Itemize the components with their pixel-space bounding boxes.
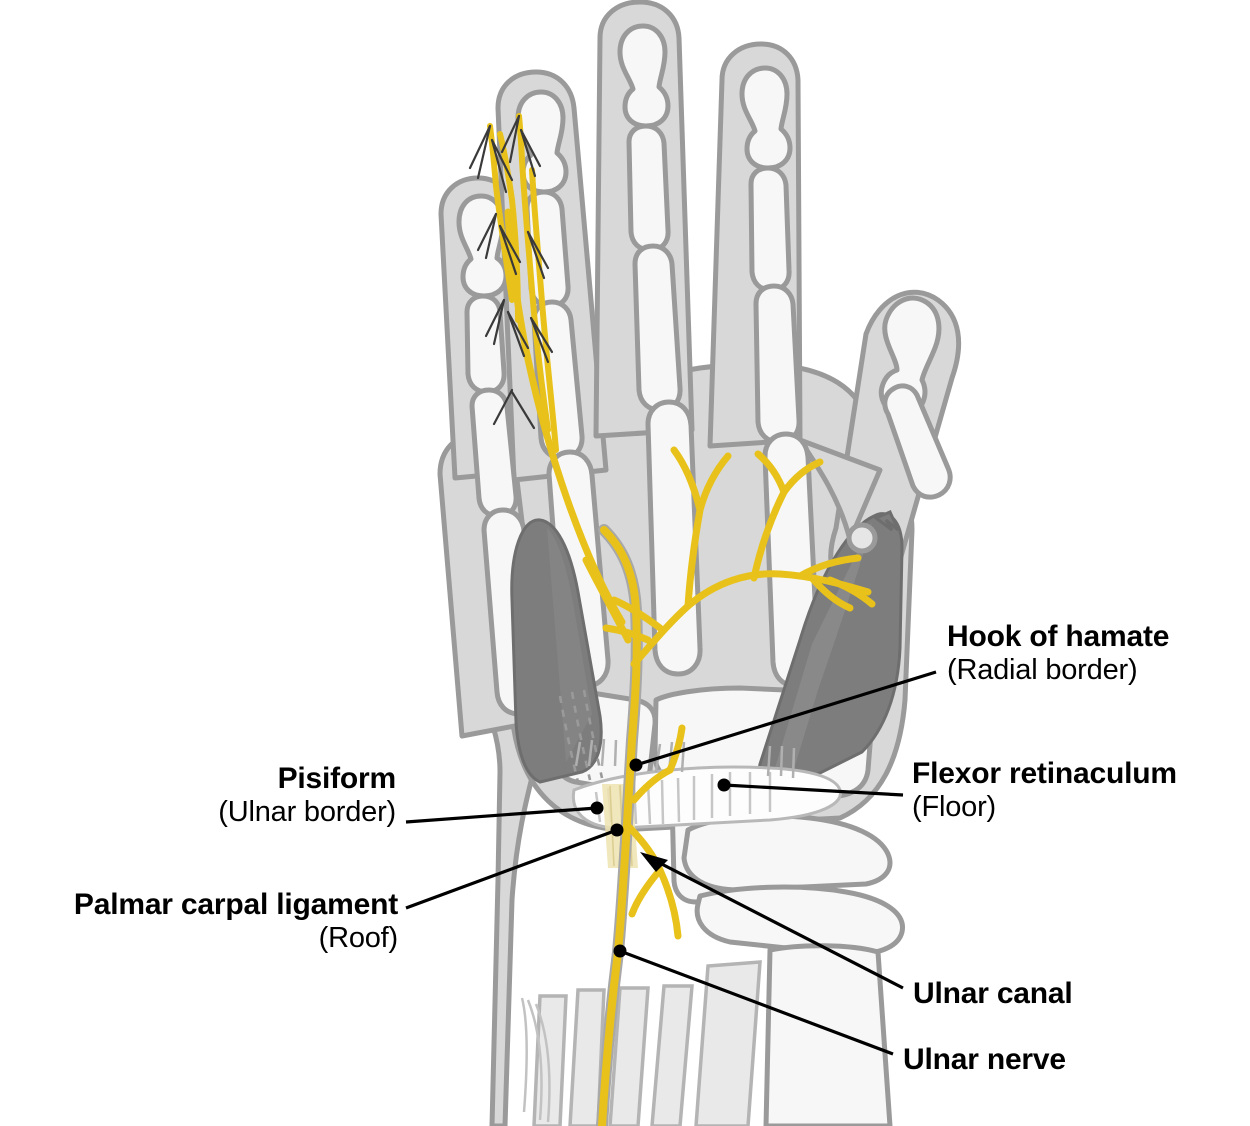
label-pisiform-main: Pisiform	[277, 762, 397, 795]
label-hook-of-hamate: Hook of hamate (Radial border)	[947, 620, 1169, 686]
label-flexor-retinaculum-main: Flexor retinaculum	[912, 757, 1177, 790]
leader-lines	[405, 670, 937, 1056]
leader-ulnar-nerve	[613, 944, 894, 1056]
middle-distal-phalanx	[617, 23, 671, 129]
label-hook-of-hamate-main: Hook of hamate	[947, 620, 1170, 653]
hypothenar-muscle-highlight	[547, 528, 592, 762]
label-flexor-retinaculum: Flexor retinaculum (Floor)	[912, 757, 1177, 823]
label-palmar-carpal-ligament: Palmar carpal ligament (Roof)	[74, 888, 398, 954]
proximal-carpal-row	[694, 884, 905, 957]
leader-palmar-carpal-ligament	[405, 823, 624, 910]
nerve-terminal-twigs	[468, 114, 554, 430]
label-pisiform-sub: (Ulnar border)	[218, 795, 396, 828]
label-flexor-retinaculum-sub: (Floor)	[912, 790, 996, 823]
ulnar-nerve-branches	[504, 208, 876, 668]
label-palmar-carpal-ligament-main: Palmar carpal ligament	[73, 888, 398, 921]
ring-distal-phalanx	[515, 89, 569, 195]
label-ulnar-canal: Ulnar canal	[913, 977, 1073, 1011]
index-proximal-phalanx	[753, 283, 802, 445]
label-hook-of-hamate-sub: (Radial border)	[947, 653, 1138, 686]
label-palmar-carpal-ligament-sub: (Roof)	[318, 921, 399, 954]
label-ulnar-nerve: Ulnar nerve	[903, 1043, 1066, 1077]
index-middle-phalanx	[748, 165, 792, 293]
label-ulnar-nerve-main: Ulnar nerve	[903, 1043, 1066, 1076]
thenar-muscle-tip	[873, 510, 900, 532]
leader-pisiform	[405, 801, 604, 824]
forearm-fascia-lines	[520, 997, 551, 1123]
ulnar-canal-nerve-division	[624, 724, 686, 940]
label-ulnar-canal-main: Ulnar canal	[913, 977, 1073, 1010]
leader-ulnar-canal	[640, 852, 904, 990]
hidden-structure-dashes	[558, 689, 604, 783]
hamate-fibers	[654, 741, 796, 779]
sesamoid-bone	[846, 522, 878, 554]
thumb-proximal-phalanx	[882, 383, 953, 500]
flexor-tendons	[532, 960, 762, 1126]
middle-middle-phalanx	[626, 123, 671, 253]
leader-flexor-retinaculum	[717, 778, 904, 797]
middle-proximal-phalanx	[632, 243, 683, 413]
radius	[763, 943, 893, 1126]
distal-carpal-row	[681, 813, 893, 893]
little-proximal-phalanx	[469, 387, 519, 519]
leader-hook-of-hamate	[629, 670, 937, 772]
index-distal-phalanx	[739, 65, 793, 171]
label-pisiform: Pisiform (Ulnar border)	[218, 762, 396, 828]
